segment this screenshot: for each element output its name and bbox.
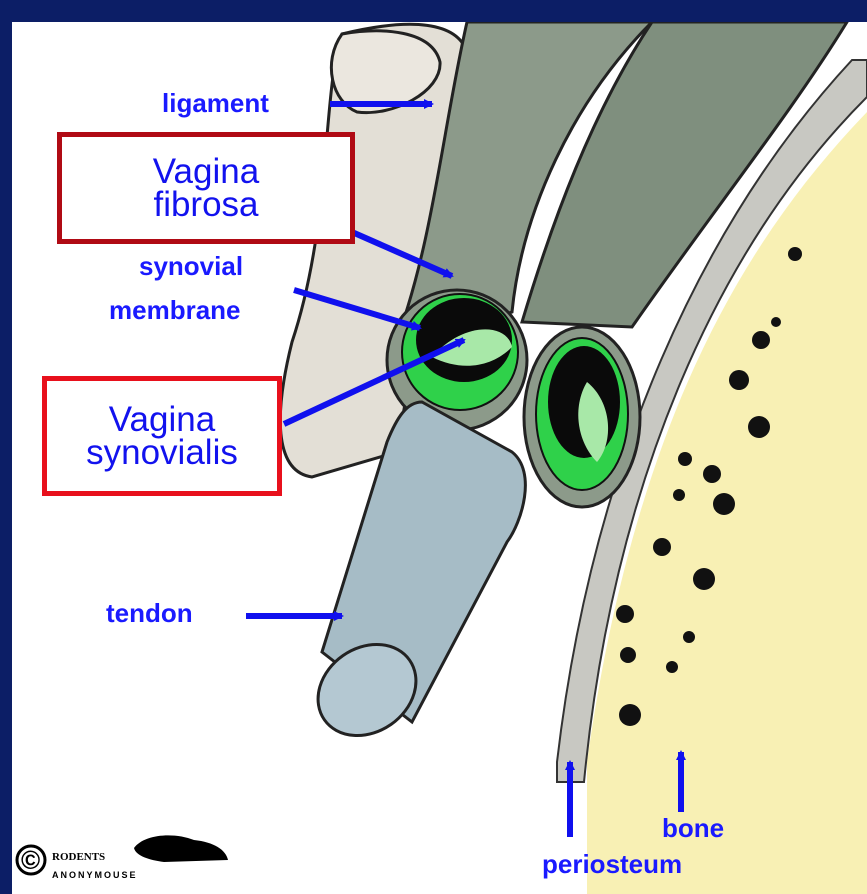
- diagram-panel: ligament synovial membrane tendon bone p…: [12, 22, 867, 894]
- label-bone: bone: [662, 813, 724, 843]
- vagina-fibrosa-box: Vagina fibrosa: [57, 132, 355, 244]
- vagina-synovialis-line2: synovialis: [86, 436, 238, 469]
- watermark-line2: ANONYMOUSE: [52, 870, 138, 880]
- mouse-icon: [134, 835, 228, 862]
- rodents-anonymouse-watermark: © RODENTS ANONYMOUSE: [14, 826, 234, 886]
- label-ligament: ligament: [162, 88, 269, 118]
- vagina-fibrosa-line1: Vagina: [153, 155, 259, 188]
- label-tendon: tendon: [106, 598, 193, 628]
- vagina-fibrosa-line2: fibrosa: [153, 188, 258, 221]
- label-periosteum: periosteum: [542, 849, 682, 879]
- label-synovial-line2: membrane: [109, 295, 241, 325]
- vagina-synovialis-line1: Vagina: [109, 403, 215, 436]
- copyright-symbol: ©: [21, 845, 40, 875]
- watermark-line1: RODENTS: [52, 851, 105, 863]
- vagina-synovialis-box: Vagina synovialis: [42, 376, 282, 496]
- label-synovial-line1: synovial: [139, 251, 243, 281]
